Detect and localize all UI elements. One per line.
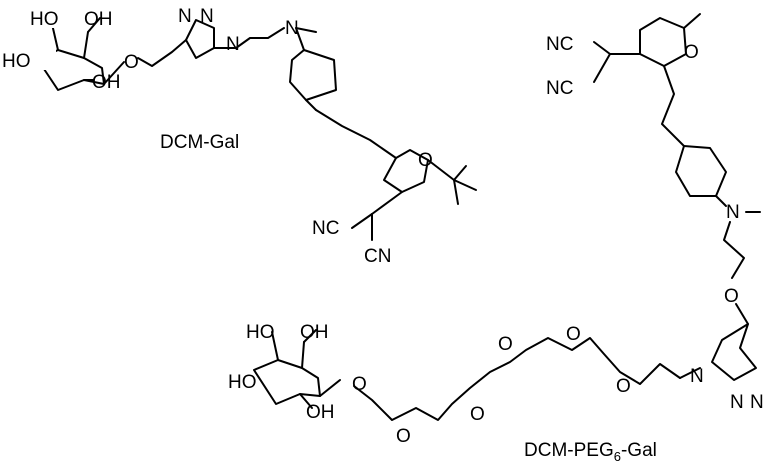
atom-label: O [352,374,367,395]
atom-label: O [684,42,699,63]
atom-label: OH [84,9,113,30]
atom-label: N [750,392,764,413]
compound-label-dcm-peg6-gal: DCM-PEG6-Gal [524,440,657,464]
atom-label: O [566,324,581,345]
atom-label: NC [546,34,573,55]
atom-label: O [418,150,433,171]
atom-label: N [285,18,299,39]
atom-label: O [124,52,139,73]
dcm-peg6-gal-structure: NC NC O N O N N N O O O O O O HO HO OH O… [228,13,764,464]
atom-label: O [616,376,631,397]
atom-label: O [396,426,411,447]
dcm-gal-structure: HO HO OH OH O N N N N O NC CN DCM-Gal [2,6,477,267]
compound-label-dcm-gal: DCM-Gal [160,132,239,153]
atom-label: CN [364,246,391,267]
atom-label: N [690,366,704,387]
atom-label: O [498,334,513,355]
caption-subscript: 6 [614,449,621,464]
atom-label: N [178,6,192,27]
atom-label: HO [2,51,31,72]
atom-label: OH [300,322,329,343]
atom-label: N [226,34,240,55]
atom-label: NC [312,218,339,239]
atom-label: HO [246,322,275,343]
atom-label: OH [306,402,335,423]
atom-label: N [200,6,214,27]
atom-label: NC [546,78,573,99]
atom-label: N [730,392,744,413]
atom-label: OH [92,72,121,93]
caption-part: -Gal [621,440,657,461]
caption-part: DCM-PEG [524,440,614,461]
atom-label: N [726,202,740,223]
atom-label: O [470,404,485,425]
atom-label: HO [228,372,257,393]
atom-label: HO [30,9,59,30]
atom-label: O [724,286,739,307]
